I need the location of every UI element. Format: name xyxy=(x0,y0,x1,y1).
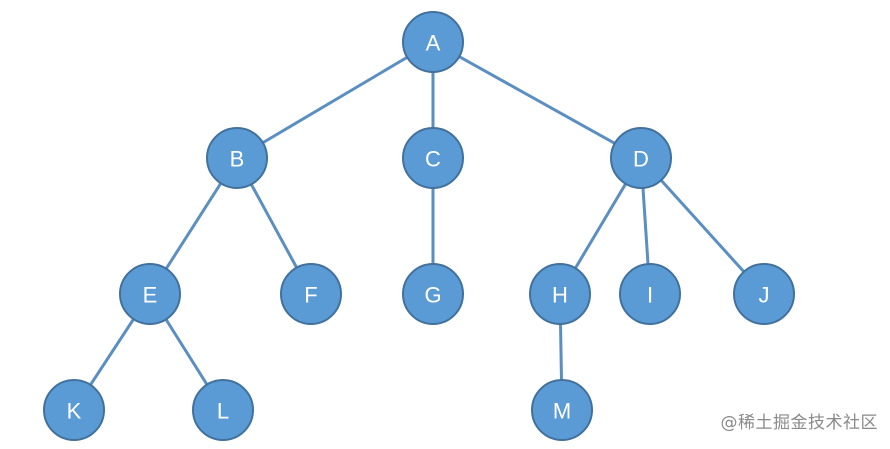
node-label: F xyxy=(304,283,317,308)
node-circle xyxy=(43,379,105,441)
node-circle xyxy=(610,127,672,189)
node-label: G xyxy=(424,283,441,308)
node-label: C xyxy=(425,147,441,172)
edges-layer xyxy=(72,40,766,412)
node-circle xyxy=(402,11,464,73)
tree-node-f: F xyxy=(280,263,342,325)
node-label: I xyxy=(647,283,653,308)
node-circle xyxy=(402,127,464,189)
node-label: E xyxy=(143,283,158,308)
watermark-text: @稀土掘金技术社区 xyxy=(720,413,878,433)
node-circle xyxy=(206,127,268,189)
tree-node-e: E xyxy=(119,263,181,325)
node-label: M xyxy=(553,399,571,424)
node-circle xyxy=(619,263,681,325)
tree-node-g: G xyxy=(402,263,464,325)
tree-node-i: I xyxy=(619,263,681,325)
node-label: B xyxy=(230,147,245,172)
tree-node-h: H xyxy=(529,263,591,325)
node-label: D xyxy=(633,147,649,172)
node-circle xyxy=(531,379,593,441)
tree-node-m: M xyxy=(531,379,593,441)
node-label: J xyxy=(759,283,770,308)
nodes-layer: A B C D E F G H I J K L M xyxy=(43,11,795,441)
node-label: A xyxy=(426,31,441,56)
tree-node-a: A xyxy=(402,11,464,73)
node-label: H xyxy=(552,283,568,308)
node-label: K xyxy=(67,399,82,424)
node-circle xyxy=(192,379,254,441)
node-circle xyxy=(733,263,795,325)
edge-a-b xyxy=(235,40,435,160)
tree-node-k: K xyxy=(43,379,105,441)
tree-node-d: D xyxy=(610,127,672,189)
node-circle xyxy=(402,263,464,325)
node-label: L xyxy=(217,399,229,424)
tree-node-j: J xyxy=(733,263,795,325)
tree-node-l: L xyxy=(192,379,254,441)
tree-node-b: B xyxy=(206,127,268,189)
node-circle xyxy=(119,263,181,325)
edge-a-d xyxy=(431,40,643,160)
node-circle xyxy=(529,263,591,325)
tree-node-c: C xyxy=(402,127,464,189)
node-circle xyxy=(280,263,342,325)
